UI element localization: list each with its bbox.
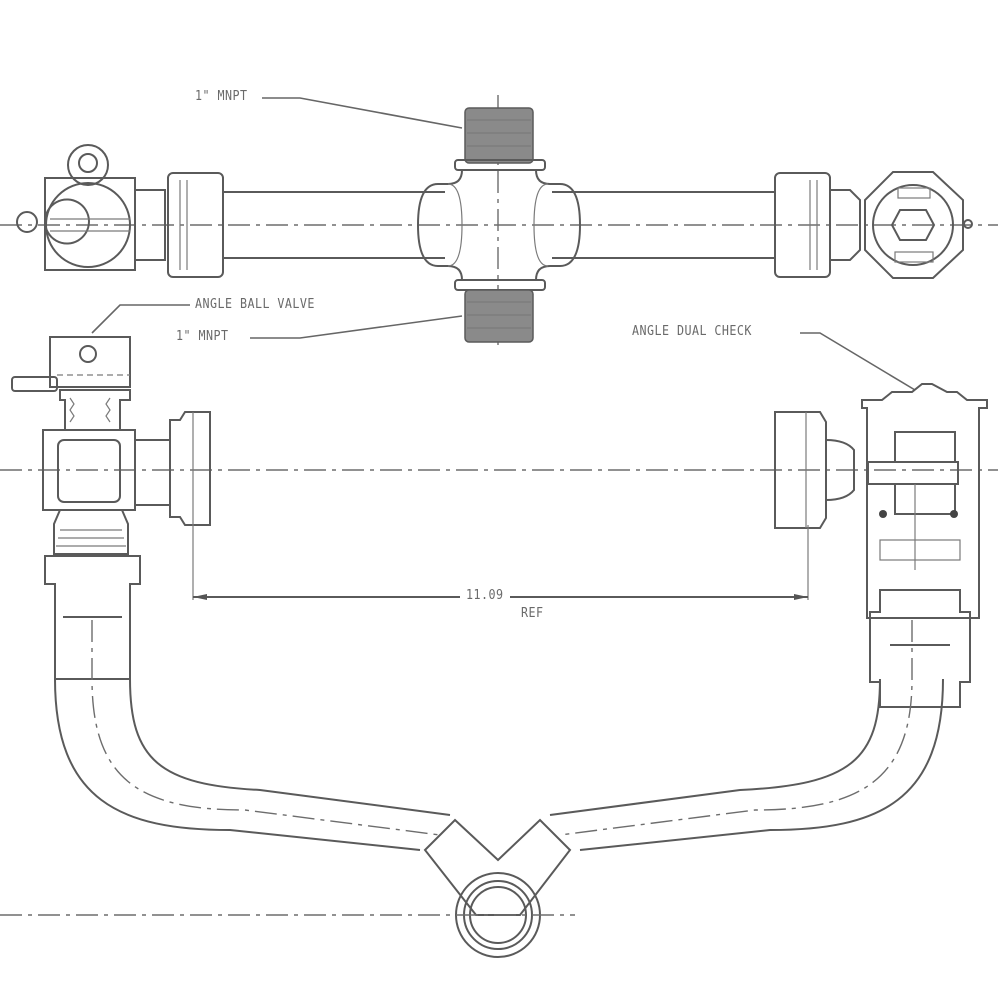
angle-dual-check-icon xyxy=(774,383,988,708)
dimension-value: 11.09 xyxy=(466,588,504,603)
union-nut-right-icon xyxy=(774,172,861,278)
ball-valve-top-icon xyxy=(16,144,166,271)
u-bend-pipe-icon xyxy=(0,620,944,958)
front-view xyxy=(0,336,998,958)
leader-ball-valve xyxy=(91,304,190,334)
leader-bottom-thread xyxy=(250,315,463,339)
tee-fitting-icon xyxy=(416,107,582,343)
top-view xyxy=(0,95,998,345)
angle-ball-valve-icon xyxy=(11,336,211,680)
callout-top-thread: 1" MNPT xyxy=(195,89,248,104)
dual-check-top-icon xyxy=(864,171,973,279)
union-nut-left-icon xyxy=(167,172,224,278)
dimension-note: REF xyxy=(521,606,544,621)
callout-dual-check: ANGLE DUAL CHECK xyxy=(632,324,752,339)
callout-ball-valve: ANGLE BALL VALVE xyxy=(195,297,315,312)
leader-dual-check xyxy=(800,332,916,391)
leader-top-thread xyxy=(262,97,463,129)
dimension-11-09 xyxy=(192,525,809,600)
callout-bottom-thread: 1" MNPT xyxy=(176,329,229,344)
